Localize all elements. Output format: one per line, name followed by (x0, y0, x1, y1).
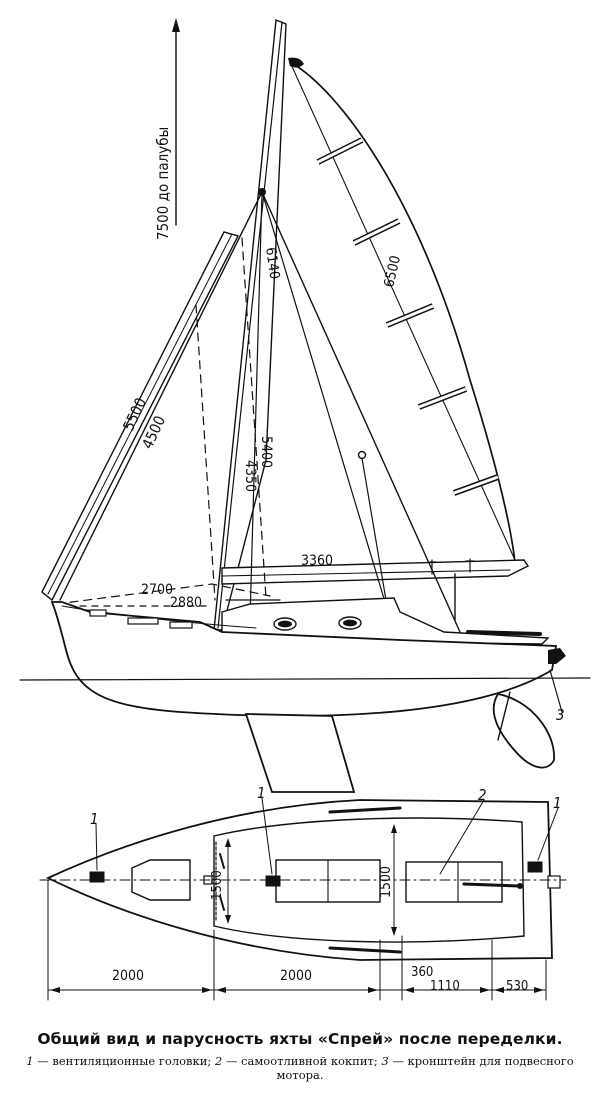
jib (41, 231, 271, 607)
rudder (492, 669, 563, 769)
mainsail (288, 57, 516, 563)
height-to-deck-label: 7500 до палубы (154, 127, 172, 240)
plan-dim-4: 1110 (430, 979, 460, 994)
boom (221, 558, 530, 621)
callout-1-mid: 1 (257, 784, 266, 802)
forestay-label: 6140 (262, 246, 282, 280)
height-dimension-arrow (172, 18, 180, 226)
mast-dim-a-label: 5400 (258, 436, 274, 468)
rigging (59, 188, 461, 633)
plan-dim-1: 2000 (112, 968, 144, 984)
vent-fore (89, 871, 105, 883)
plan-labels: 1 1 2 1 1500 1500 2000 2000 360 1110 530 (90, 784, 562, 994)
cockpit-width-label: 1500 (378, 866, 394, 898)
plan-dim-3: 360 (411, 965, 433, 980)
legend-text-2: самоотливной кокпит; (241, 1054, 378, 1068)
legend-num-1: 1 (26, 1054, 34, 1068)
jib-foot-inner-label: 2880 (170, 595, 202, 611)
boom-length-label: 3360 (301, 553, 333, 569)
legend-num-2: 2 (214, 1054, 223, 1068)
plan-dim-2: 2000 (280, 968, 312, 984)
legend-text-1: вентиляционные головки; (52, 1054, 212, 1068)
side-dimension-labels: 7500 до палубы 6500 6140 5500 4500 5400 … (119, 127, 564, 724)
plan-dim-5: 530 (506, 979, 528, 994)
vent-mid (265, 875, 281, 887)
mast (213, 19, 287, 631)
legend-text-3: кронштейн для подвесного мотора. (276, 1054, 574, 1082)
callout-3: 3 (556, 706, 565, 724)
figure-caption: Общий вид и парусность яхты «Спрей» посл… (10, 1030, 590, 1082)
hull (19, 601, 591, 717)
side-elevation (19, 18, 591, 793)
callout-1-fore: 1 (90, 810, 99, 828)
mast-dim-b-label: 4350 (242, 460, 258, 492)
forehatch (131, 859, 191, 901)
legend-num-3: 3 (381, 1054, 389, 1068)
main-leech-label: 6500 (381, 254, 404, 289)
plan-view (39, 797, 567, 1001)
vent-aft (527, 861, 543, 873)
keel (244, 713, 356, 793)
figure-legend: 1 — вентиляционные головки; 2 — самоотли… (26, 1054, 574, 1082)
cabin-width-label: 1500 (210, 870, 225, 900)
callout-2: 2 (478, 786, 487, 804)
cockpit (405, 861, 503, 903)
yacht-drawing: 7500 до палубы 6500 6140 5500 4500 5400 … (19, 18, 591, 1001)
figure-title: Общий вид и парусность яхты «Спрей» посл… (37, 1030, 563, 1048)
coaming (213, 817, 525, 943)
callout-1-aft: 1 (553, 794, 562, 812)
jib-foot-label: 2700 (141, 582, 173, 598)
